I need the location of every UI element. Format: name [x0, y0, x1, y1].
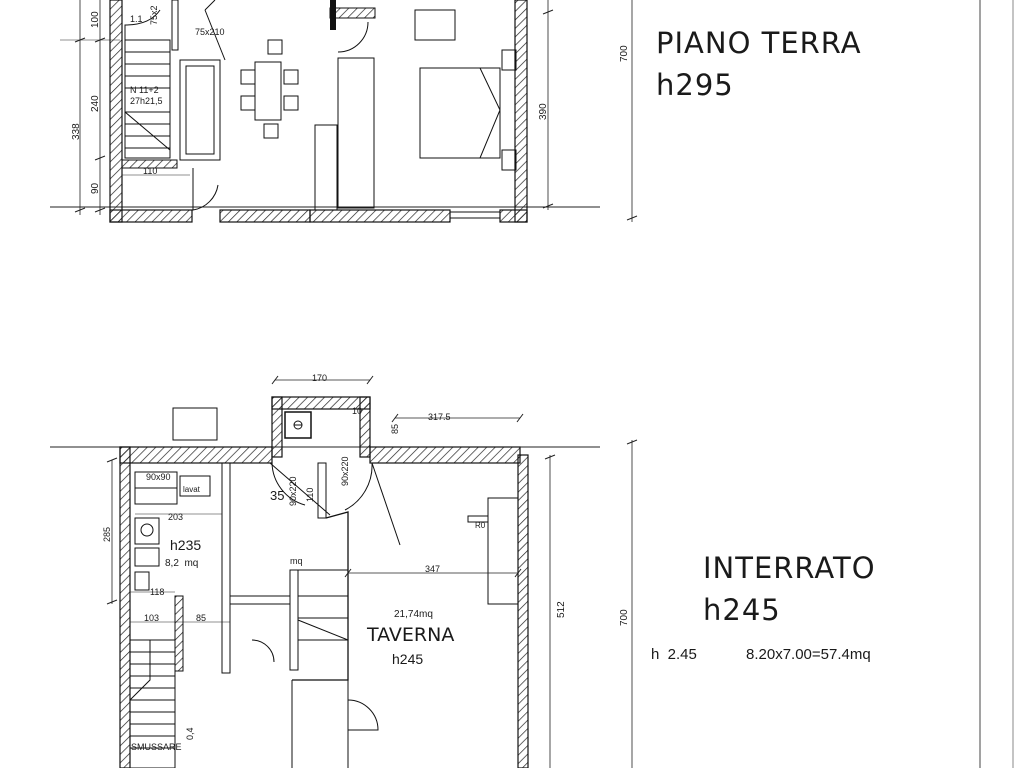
toilet	[134, 547, 160, 567]
bathroom-height: h235	[170, 537, 201, 553]
bathroom-area: 8,2 mq	[165, 558, 198, 569]
stair-tick: 0,4	[185, 727, 195, 740]
dim-317: 317.5	[428, 412, 451, 422]
taverna-height: h245	[392, 651, 423, 667]
wall-right	[514, 0, 528, 223]
basement-summary-area: 8.20x7.00=57.4mq	[746, 646, 871, 663]
dim-10: 10	[352, 406, 362, 416]
cabinet-mark: R0	[475, 521, 486, 530]
basement-stairs	[129, 639, 176, 768]
dim-512: 512	[556, 601, 567, 618]
basement-plan	[50, 375, 638, 768]
ground-overall-dim: 700	[619, 45, 630, 62]
door-size-a: 90x220	[288, 476, 298, 506]
dim-240: 240	[90, 95, 101, 112]
lavatory-label: lavat	[183, 485, 201, 494]
dining-table	[240, 39, 299, 139]
stair-note-2: 27h21,5	[130, 96, 163, 106]
dim-118: 118	[150, 587, 164, 597]
dim-203: 203	[168, 512, 183, 522]
dim-110-basement: 110	[305, 488, 315, 502]
basement-overall-dim: 700	[619, 609, 630, 626]
dim-90: 90	[90, 182, 101, 194]
dim-285: 285	[102, 527, 112, 542]
basement-wall-top-right	[369, 446, 521, 464]
stair-note-1: N 11+2	[130, 85, 159, 95]
ground-stairs	[124, 9, 171, 159]
dim-100: 100	[90, 11, 101, 28]
dim-103: 103	[144, 613, 159, 623]
dim-85: 85	[196, 613, 206, 623]
taverna-area: 21,74mq	[394, 609, 433, 620]
ground-floor-height: h295	[656, 68, 734, 102]
shower-size: 90x90	[146, 472, 171, 482]
sink	[134, 517, 160, 545]
ground-floor-title: PIANO TERRA	[656, 26, 862, 60]
dim-390: 390	[538, 103, 549, 120]
dim-338: 338	[71, 123, 82, 140]
basement-title: INTERRATO	[703, 551, 876, 585]
ground-door-top: 75x2	[149, 5, 159, 25]
stair-chamfer-label: SMUSSARE	[131, 742, 182, 752]
basement-summary-height: h 2.45	[651, 646, 697, 663]
stair-code: 1.1	[130, 14, 143, 24]
taverna-name: TAVERNA	[366, 624, 454, 646]
washing-machine	[179, 475, 211, 497]
ground-door-size: 75x210	[195, 27, 225, 37]
bed	[419, 49, 517, 171]
basement-height: h245	[703, 593, 781, 627]
basement-wall-top-left	[119, 446, 273, 464]
dim-35: 35	[270, 488, 284, 503]
dim-110: 110	[143, 166, 157, 176]
dim-85-shaft: 85	[390, 424, 400, 434]
dim-170: 170	[312, 373, 327, 383]
mq-label: mq	[290, 556, 303, 566]
wall-left	[109, 0, 123, 223]
door-size-b: 90x220	[340, 456, 350, 486]
ground-floor-plan	[50, 0, 638, 223]
dim-347: 347	[425, 564, 440, 574]
